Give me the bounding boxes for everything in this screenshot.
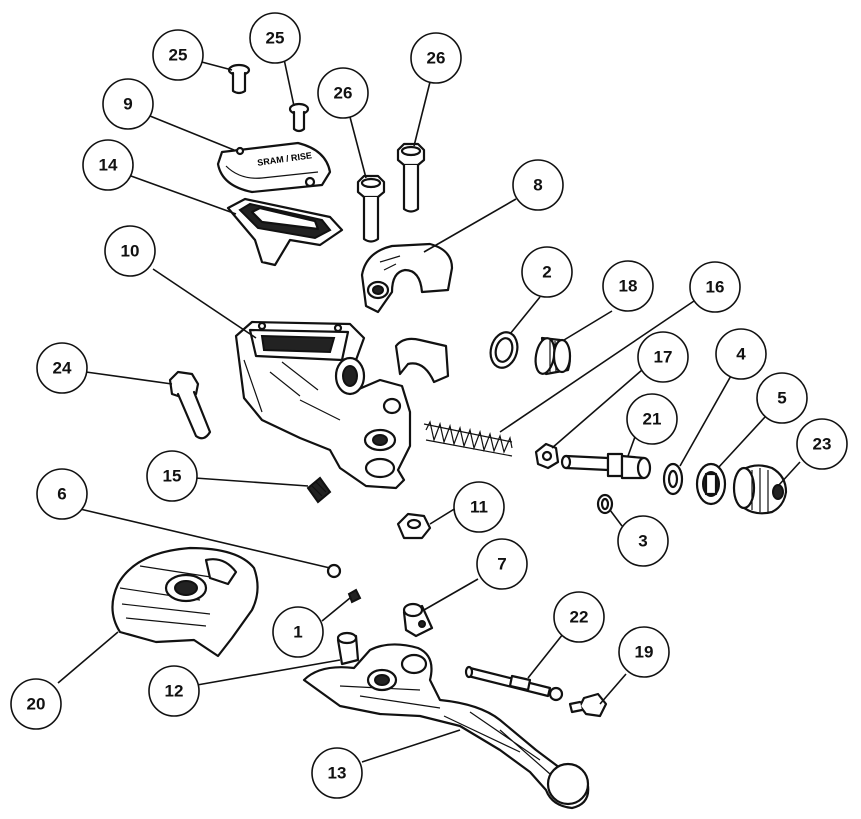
callout-label: 23 [813,435,832,454]
clamp-part-8 [360,242,454,314]
callout-label: 8 [533,176,542,195]
callout-19: 19 [618,626,670,678]
callout-25b: 25 [249,12,301,64]
callout-label: 2 [542,263,551,282]
callout-17: 17 [637,331,689,383]
callout-7: 7 [476,538,528,590]
callout-9: 9 [102,78,154,130]
callout-label: 11 [470,498,488,517]
callout-label: 19 [635,643,654,662]
ball-part-6 [326,563,342,579]
barrel-nut-part-7 [402,602,434,638]
ring-part-2 [489,331,519,369]
callout-24: 24 [36,342,88,394]
callout-10: 10 [104,225,156,277]
callout-1: 1 [272,606,324,658]
circlip-part-5 [695,462,727,506]
callout-21: 21 [626,393,678,445]
nut-part-11 [396,512,432,540]
callout-23: 23 [796,418,848,470]
bolt-part-24 [168,370,212,440]
callout-5: 5 [756,372,808,424]
leader-lines [57,58,801,763]
small-screw-part-1 [347,588,362,604]
screw-part-25b [288,102,310,133]
bolt-part-26b [356,174,386,243]
callout-label: 14 [99,156,118,175]
callout-label: 21 [643,410,662,429]
master-cylinder-body-part-10 [234,320,450,490]
callout-3: 3 [617,515,669,567]
callout-26b: 26 [317,67,369,119]
spring-part-16 [423,420,513,457]
screw-part-25a [227,63,251,95]
callout-label: 25 [266,29,285,48]
plug-part-18 [534,336,572,376]
callout-18: 18 [602,260,654,312]
callout-20: 20 [10,678,62,730]
screw-part-19 [568,692,608,718]
callout-11: 11 [453,481,505,533]
lever-cover-part-20 [111,546,259,658]
callout-16: 16 [689,261,741,313]
callout-label: 24 [53,359,72,378]
washer-part-4 [662,462,684,496]
bolt-part-26a [396,142,426,213]
callout-4: 4 [715,328,767,380]
callout-label: 26 [427,49,446,68]
callout-label: 25 [169,46,188,65]
callout-label: 18 [619,277,638,296]
reservoir-cap-part-9: SRAM / RISE [216,141,332,194]
callout-label: 7 [497,555,506,574]
callout-label: 5 [777,389,786,408]
callout-25a: 25 [152,29,204,81]
callout-label: 10 [121,242,140,261]
callout-label: 9 [123,95,132,114]
callout-8: 8 [512,159,564,211]
callout-label: 13 [328,764,347,783]
callout-label: 26 [334,84,353,103]
o-ring-part-3 [596,493,614,515]
callout-label: 20 [27,695,46,714]
callout-15: 15 [146,450,198,502]
callout-label: 12 [165,682,184,701]
callout-14: 14 [82,139,134,191]
lever-blade-part-13 [302,643,590,810]
callout-22: 22 [553,591,605,643]
pivot-pin-part-22 [464,665,564,702]
callout-2: 2 [521,246,573,298]
diaphragm-part-14 [226,197,344,267]
callout-6: 6 [36,468,88,520]
callout-label: 15 [163,467,182,486]
callout-label: 22 [570,608,589,627]
callout-label: 1 [293,623,302,642]
callout-13: 13 [311,747,363,799]
callout-label: 16 [706,278,725,297]
bushing-part-12 [336,631,360,666]
boot-part-23 [732,464,788,515]
set-screw-part-15 [306,476,332,504]
piston-part-21 [560,452,652,480]
callout-label: 4 [736,345,746,364]
callout-label: 3 [638,532,647,551]
callout-label: 6 [57,485,66,504]
nut-part-17 [534,442,560,470]
callout-26a: 26 [410,32,462,84]
callout-label: 17 [654,348,673,367]
callout-12: 12 [148,665,200,717]
